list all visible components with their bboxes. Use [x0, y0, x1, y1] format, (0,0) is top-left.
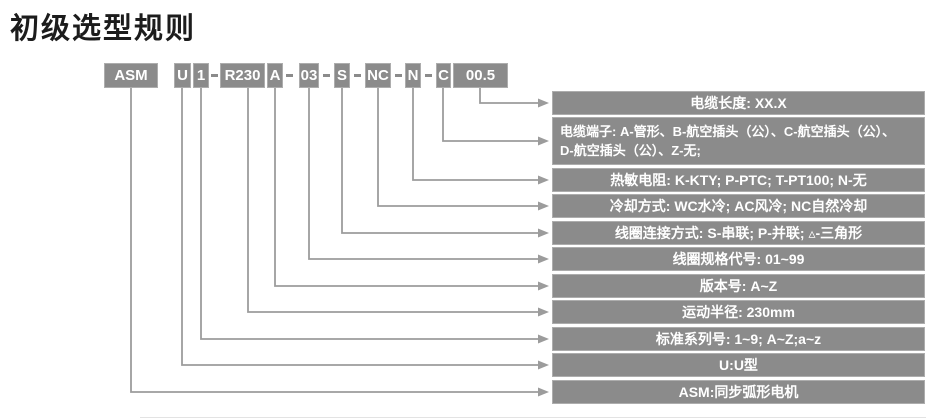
- connector-u-type: [181, 88, 538, 366]
- connector-coil-connection: [341, 88, 538, 234]
- arrowhead-icon: [538, 175, 549, 185]
- code-segment-a: A: [267, 63, 283, 88]
- code-separator-dash: [354, 74, 361, 77]
- arrowhead-icon: [538, 307, 549, 317]
- connector-series: [200, 88, 538, 340]
- code-segment-c: C: [436, 63, 451, 88]
- connector-radius: [247, 88, 538, 313]
- legend-series: 标准系列号: 1~9; A~Z;a~z: [552, 327, 925, 351]
- legend-cable-terminal-line2: D-航空插头（公）、Z-无;: [560, 143, 701, 158]
- legend-version: 版本号: A~Z: [552, 274, 925, 298]
- code-segment-03: 03: [299, 63, 319, 88]
- legend-radius: 运动半径: 230mm: [552, 300, 925, 324]
- arrowhead-icon: [538, 281, 549, 291]
- code-separator-dash: [395, 74, 402, 77]
- legend-cable-length: 电缆长度: XX.X: [552, 91, 925, 115]
- code-segment-1: 1: [193, 63, 209, 88]
- legend-asm: ASM:同步弧形电机: [552, 380, 925, 404]
- arrowhead-icon: [538, 98, 549, 108]
- connector-version: [274, 88, 538, 287]
- connector-cooling: [377, 88, 538, 207]
- legend-cable-terminal: 电缆端子: A-管形、B-航空插头（公）、C-航空插头（公）、 D-航空插头（公…: [552, 117, 925, 165]
- legend-cooling: 冷却方式: WC水冷; AC风冷; NC自然冷却: [552, 194, 925, 218]
- code-segment-asm: ASM: [104, 63, 158, 88]
- code-segment-nc: NC: [365, 63, 391, 88]
- arrowhead-icon: [538, 360, 549, 370]
- arrowhead-icon: [538, 136, 549, 146]
- code-segment-r230: R230: [220, 63, 265, 88]
- arrowhead-icon: [538, 228, 549, 238]
- arrowhead-icon: [538, 201, 549, 211]
- code-segment-s: S: [334, 63, 350, 88]
- legend-cable-terminal-line1: 电缆端子: A-管形、B-航空插头（公）、C-航空插头（公）、: [560, 123, 896, 139]
- bottom-divider: [140, 417, 926, 418]
- code-segment-n: N: [405, 63, 421, 88]
- legend-coil-connection: 线圈连接方式: S-串联; P-并联; ▵-三角形: [552, 221, 925, 245]
- arrowhead-icon: [538, 334, 549, 344]
- legend-thermistor: 热敏电阻: K-KTY; P-PTC; T-PT100; N-无: [552, 168, 925, 192]
- code-separator-dash: [323, 74, 330, 77]
- code-segment-005: 00.5: [453, 63, 508, 88]
- code-segment-u: U: [174, 63, 191, 88]
- connector-cable-terminal: [442, 88, 538, 142]
- connector-coil-spec: [308, 88, 538, 260]
- page-title: 初级选型规则: [10, 13, 197, 45]
- arrowhead-icon: [538, 387, 549, 397]
- arrowhead-icon: [538, 254, 549, 264]
- code-separator-dash: [211, 74, 218, 77]
- code-separator-dash: [286, 74, 293, 77]
- code-separator-dash: [425, 74, 432, 77]
- connector-cable-length: [479, 88, 538, 104]
- legend-coil-spec: 线圈规格代号: 01~99: [552, 247, 925, 271]
- legend-u-type: U:U型: [552, 353, 925, 377]
- connector-thermistor: [412, 88, 538, 181]
- connector-asm: [130, 88, 538, 393]
